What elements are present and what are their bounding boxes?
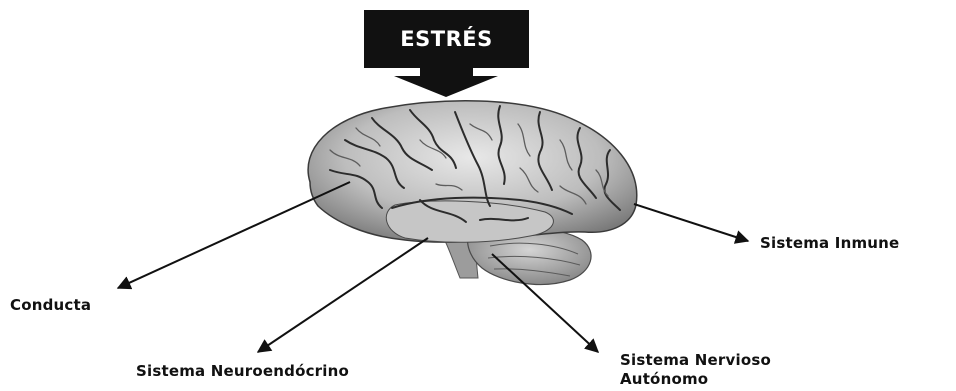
arrow-conducta	[116, 181, 351, 290]
label-sistema-nervioso-line-1: Sistema Nervioso	[620, 351, 771, 369]
label-conducta: Conducta	[10, 296, 91, 315]
stress-label: ESTRÉS	[400, 27, 493, 51]
label-sistema-nervioso-autonomo: Sistema Nervioso Autónomo	[620, 351, 771, 389]
label-sistema-neuroendocrino: Sistema Neuroendócrino	[136, 362, 349, 381]
arrow-neuroendocrino	[256, 237, 429, 353]
stress-down-arrow	[394, 68, 498, 97]
arrow-inmune	[633, 203, 750, 244]
label-sistema-nervioso-line-2: Autónomo	[620, 370, 709, 388]
label-sistema-neuroendocrino-line-1: Sistema Neuroendócrino	[136, 362, 350, 380]
arrow-nervioso-autonomo	[491, 253, 600, 353]
brain-image	[307, 100, 638, 286]
label-sistema-inmune-line-1: Sistema Inmune	[760, 234, 900, 252]
label-conducta-line-1: Conducta	[10, 296, 92, 314]
stress-box: ESTRÉS	[364, 10, 529, 68]
label-sistema-inmune: Sistema Inmune	[760, 234, 899, 253]
